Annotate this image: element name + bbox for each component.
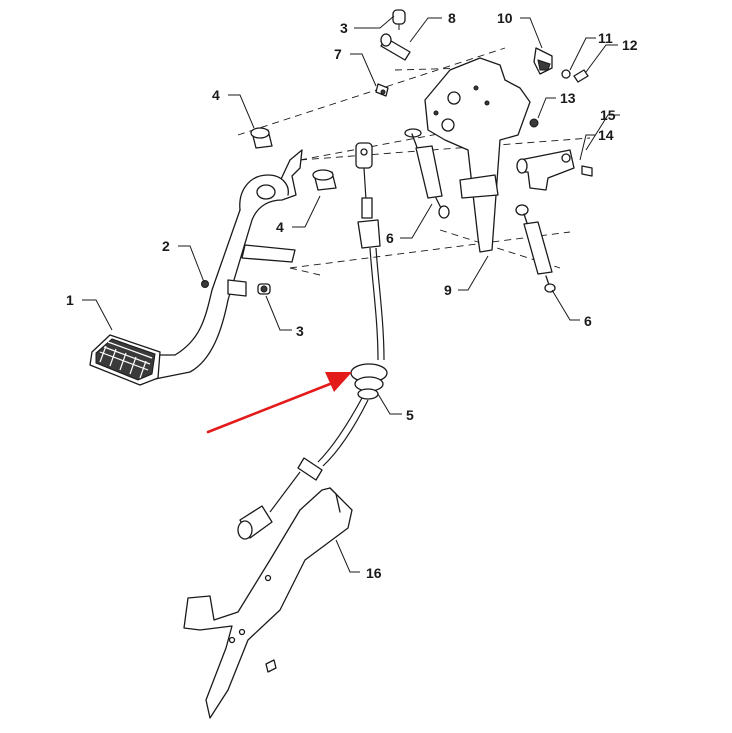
callout-3-lower: 3 <box>296 323 304 339</box>
callout-12: 12 <box>622 37 638 53</box>
callout-7: 7 <box>334 46 342 62</box>
part-3-pin-upper <box>392 9 406 30</box>
part-10-nut <box>533 47 553 75</box>
part-13-nut <box>529 118 539 128</box>
red-highlight-arrow <box>206 372 352 434</box>
pedal-pad <box>89 334 161 386</box>
callout-4-upper: 4 <box>212 87 220 103</box>
callout-2: 2 <box>162 238 170 254</box>
callout-1: 1 <box>66 292 74 308</box>
part-12-screw <box>573 69 589 83</box>
part-3-pin-lower <box>257 283 271 295</box>
part-16-lower-bracket <box>183 487 353 719</box>
part-5-clutch-cable <box>237 142 388 540</box>
part-14-screw <box>581 165 593 177</box>
callout-11: 11 <box>598 30 613 46</box>
part-7-bolt <box>375 83 389 97</box>
callout-3-upper: 3 <box>340 20 348 36</box>
callout-4-lower: 4 <box>276 219 284 235</box>
callout-6-left: 6 <box>386 230 394 246</box>
callout-15: 15 <box>600 107 616 123</box>
callout-6-right: 6 <box>584 313 592 329</box>
part-11-washer <box>561 69 571 79</box>
callout-10: 10 <box>497 10 513 26</box>
callout-5: 5 <box>406 407 414 423</box>
part-4-bushing-lower <box>312 169 337 191</box>
callout-13: 13 <box>560 90 576 106</box>
callout-9: 9 <box>444 282 452 298</box>
part-6-damper-left <box>404 128 450 219</box>
leader-lines <box>82 15 620 573</box>
part-2-nut <box>201 280 209 288</box>
callout-16: 16 <box>366 565 382 581</box>
part-15-pivot-shaft <box>516 149 575 191</box>
callout-8: 8 <box>448 10 456 26</box>
part-1-pedal-arm <box>127 149 303 383</box>
part-6-damper-right <box>515 204 556 293</box>
callout-14: 14 <box>598 127 614 143</box>
part-4-bushing-upper <box>250 127 273 149</box>
part-9-support-bracket <box>424 57 531 253</box>
part-8-bolt <box>380 33 411 61</box>
callout-labels: 1 2 3 3 4 4 5 6 6 7 8 9 10 11 12 13 14 1… <box>66 10 638 581</box>
